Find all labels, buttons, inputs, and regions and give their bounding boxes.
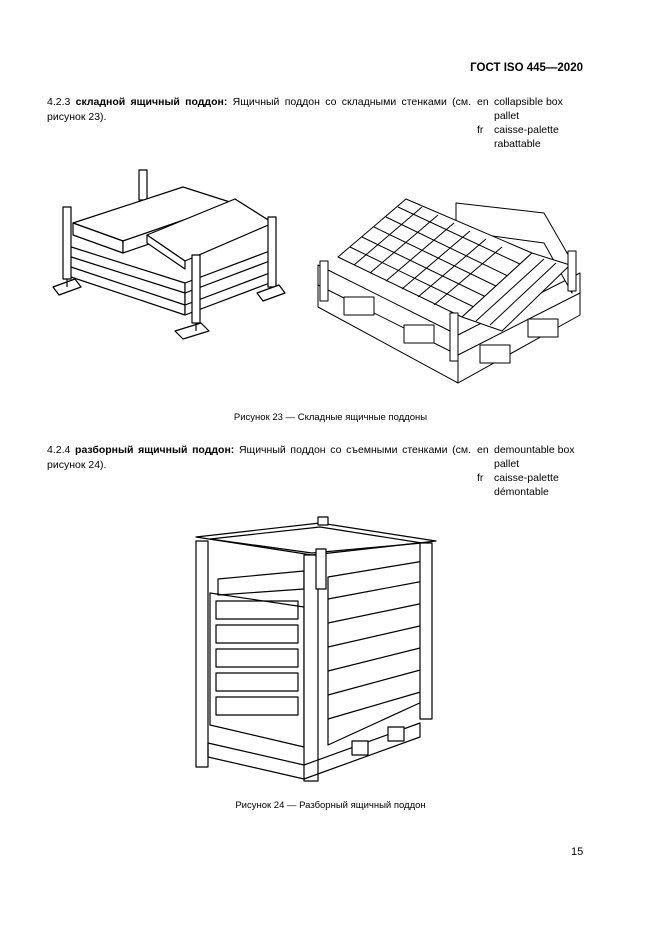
term-equivalents-4-2-4: en demountable box pallet fr caisse-palette…: [477, 443, 575, 499]
lang-code-fr: fr: [477, 124, 484, 136]
standard-header: ГОСТ ISO 445—2020: [470, 62, 583, 74]
english-line-1: collapsible box: [494, 96, 563, 108]
figure-23-grid-pallet: [318, 185, 588, 390]
french-equivalent: caisse-palette démontable: [494, 471, 559, 499]
french-equivalent: caisse-palette rabattable: [494, 123, 559, 151]
term-name: разборный ящичный поддон:: [75, 444, 235, 456]
term-4-2-4: 4.2.4 разборный ящичный поддон: Ящичный …: [47, 443, 471, 473]
french-line-1: caisse-palette: [494, 124, 559, 136]
term-definition: Ящичный поддон со складными стенками (см…: [47, 96, 471, 123]
lang-code-fr: fr: [477, 472, 484, 484]
page-number: 15: [571, 846, 584, 858]
term-number: 4.2.3: [47, 96, 71, 108]
figure-23-stacked-pallets: [45, 165, 285, 345]
figure-23-caption: Рисунок 23 — Складные ящичные поддоны: [233, 412, 428, 423]
english-equivalent: collapsible box pallet: [494, 95, 563, 123]
term-4-2-3: 4.2.3 складной ящичный поддон: Ящичный п…: [47, 95, 471, 125]
lang-code-en: en: [477, 444, 489, 456]
english-line-2: pallet: [494, 110, 520, 122]
term-equivalents-4-2-3: en collapsible box pallet fr caisse-palette…: [477, 95, 563, 151]
term-name: складной ящичный поддон:: [75, 96, 228, 108]
figure-24-demountable-box-pallet: [192, 515, 442, 785]
english-equivalent: demountable box pallet: [494, 443, 575, 471]
term-definition: Ящичный поддон со съемными стенками (см.…: [47, 444, 471, 471]
french-line-2: démontable: [494, 486, 549, 498]
lang-code-en: en: [477, 96, 489, 108]
english-line-1: demountable box: [494, 444, 575, 456]
french-line-1: caisse-palette: [494, 472, 559, 484]
term-number: 4.2.4: [47, 444, 71, 456]
french-line-2: rabattable: [494, 138, 541, 150]
figure-24-caption: Рисунок 24 — Разборный ящичный поддон: [235, 800, 426, 811]
english-line-2: pallet: [494, 458, 520, 470]
